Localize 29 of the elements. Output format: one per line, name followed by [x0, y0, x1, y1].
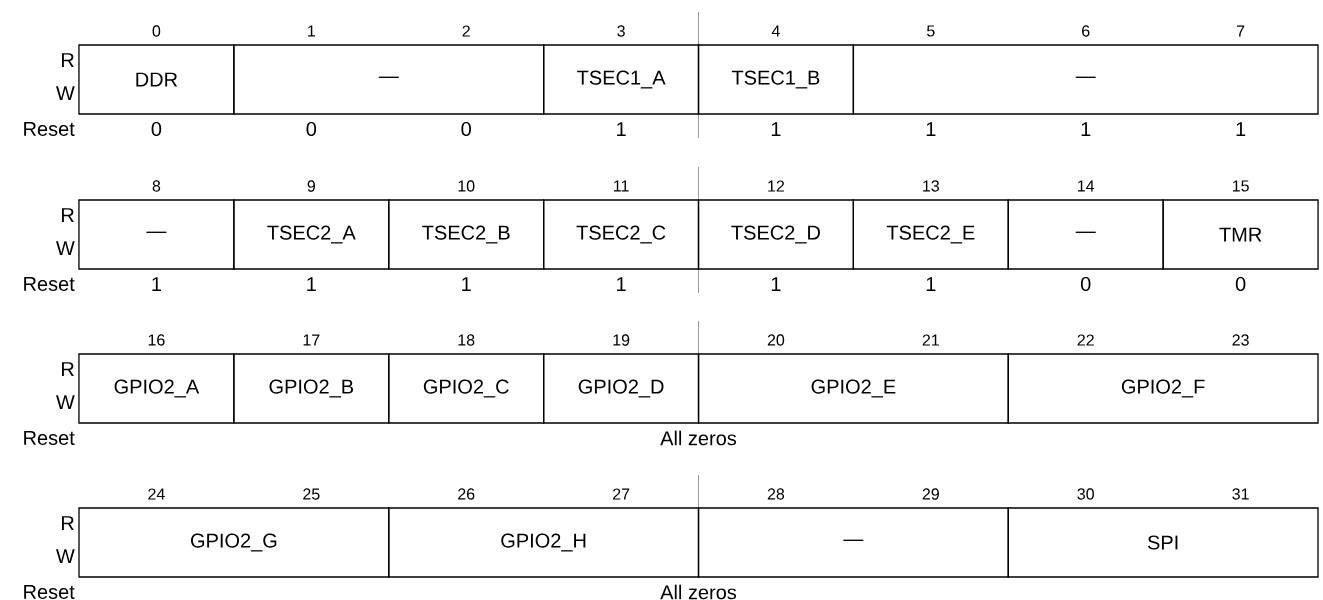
register-field: — [697, 507, 1009, 578]
row-label: Reset [24, 122, 75, 136]
register-field: — [78, 199, 235, 270]
register-field: — [852, 44, 1319, 115]
register-field: SPI [1007, 507, 1319, 578]
register-field: — [1007, 199, 1164, 270]
register-field: — [233, 44, 545, 115]
row-label: Reset [24, 431, 75, 445]
register-field: GPIO2_A [78, 353, 235, 424]
register-field: TSEC1_A [543, 44, 700, 115]
register-field: DDR [78, 44, 235, 115]
register-field: TSEC2_E [852, 199, 1009, 270]
register-field: TSEC2_C [543, 199, 700, 270]
row-label: Reset [24, 277, 75, 291]
register-field: GPIO2_G [78, 507, 390, 578]
reset-value: All zeros [660, 430, 737, 446]
register-field: GPIO2_H [388, 507, 700, 578]
register-field: GPIO2_E [697, 353, 1009, 424]
register-field: GPIO2_D [543, 353, 700, 424]
row-label: Reset [24, 585, 75, 599]
register-field: TSEC2_A [233, 199, 390, 270]
register-field: TSEC1_B [697, 44, 854, 115]
register-field: TMR [1162, 199, 1319, 270]
register-field: TSEC2_D [697, 199, 854, 270]
reset-value: All zeros [660, 584, 737, 600]
register-field: TSEC2_B [388, 199, 545, 270]
register-field: GPIO2_C [388, 353, 545, 424]
register-field: GPIO2_F [1007, 353, 1319, 424]
register-field: GPIO2_B [233, 353, 390, 424]
